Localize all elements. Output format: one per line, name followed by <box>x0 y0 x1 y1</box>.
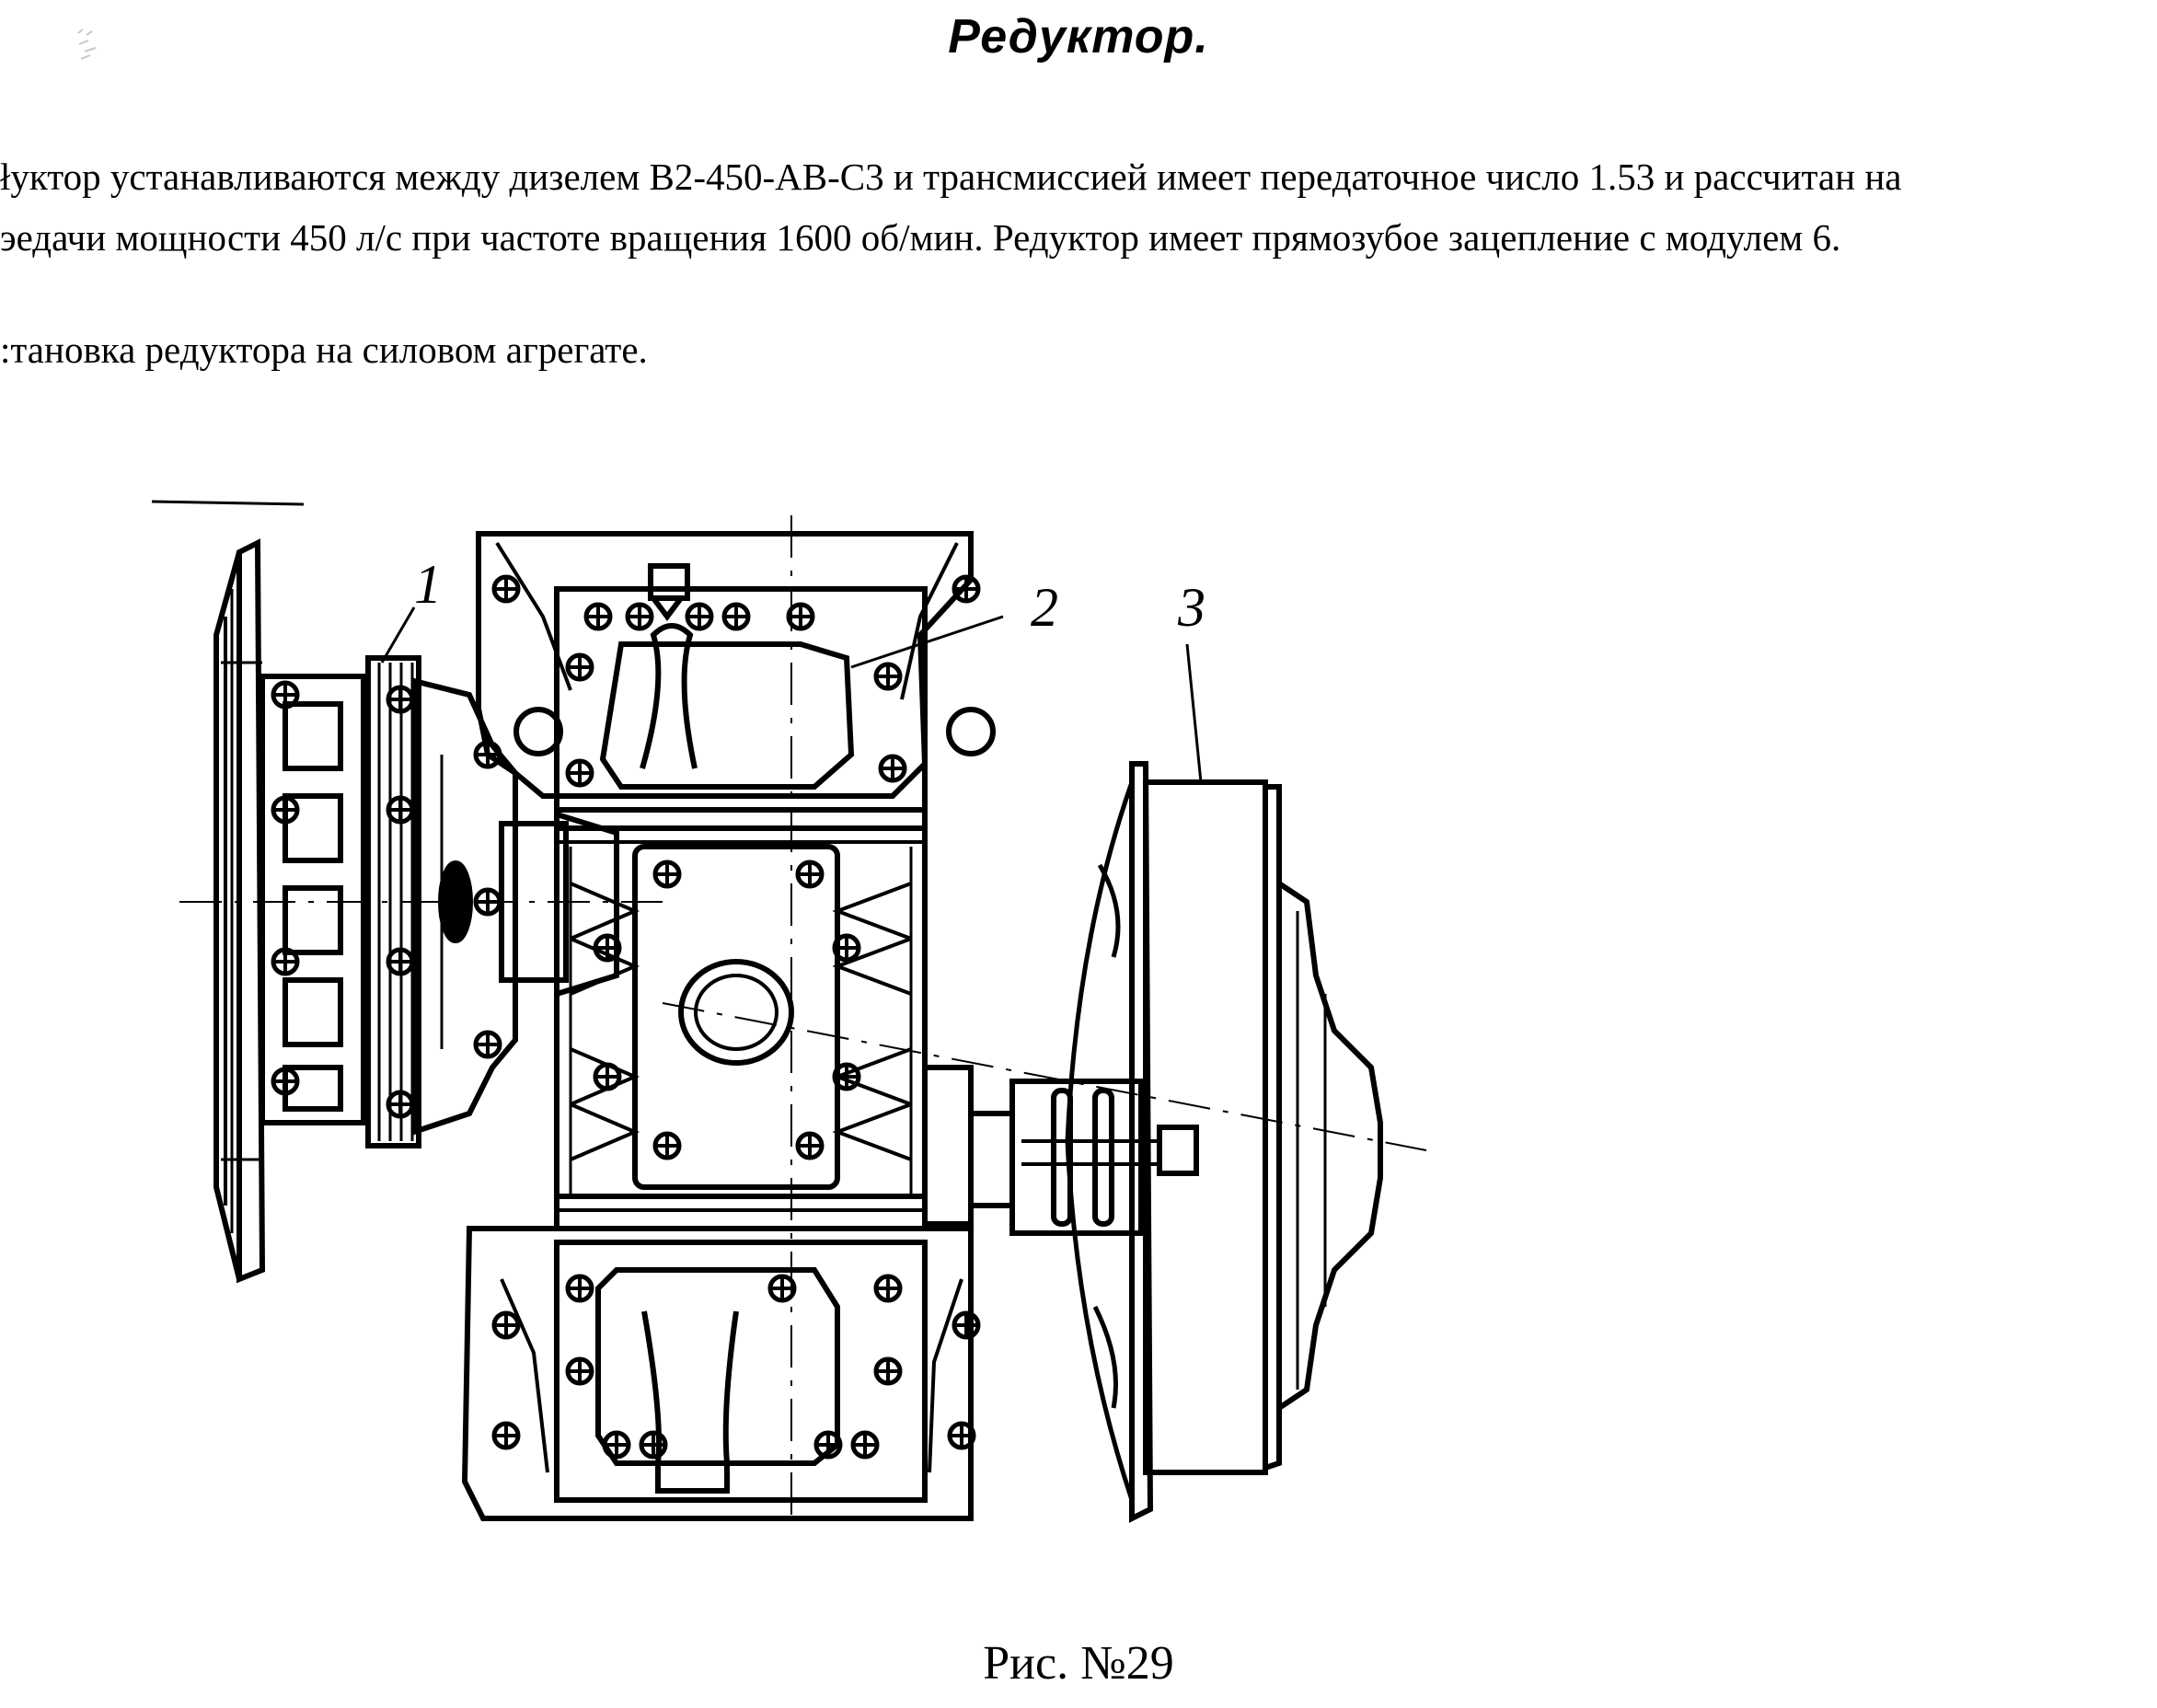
callout-1: 1 <box>414 554 442 615</box>
output-shaft <box>922 1065 1199 1236</box>
stray-line <box>151 500 305 506</box>
gearbox-body <box>461 531 974 1521</box>
paragraph-line-1: łуктор устанавливаются между дизелем В2-… <box>0 156 1902 198</box>
paragraph-line-2: эедачи мощности 450 л/с при частоте вращ… <box>0 216 1841 259</box>
bracket-washers <box>513 707 996 756</box>
fan-assembly <box>1065 761 1383 1523</box>
figure-caption: Рис. №29 <box>983 1637 1174 1690</box>
flywheel <box>213 538 266 1284</box>
callout-3: 3 <box>1177 577 1205 638</box>
paragraph-line-3: :тановка редуктора на силовом агрегате. <box>0 329 648 371</box>
scan-speck <box>77 29 97 60</box>
callout-2: 2 <box>1031 577 1058 638</box>
callout-leaders <box>380 606 1203 783</box>
gearbox-drawing: 1 2 3 <box>151 500 1427 1523</box>
page-title: Редуктор. <box>948 10 1209 63</box>
